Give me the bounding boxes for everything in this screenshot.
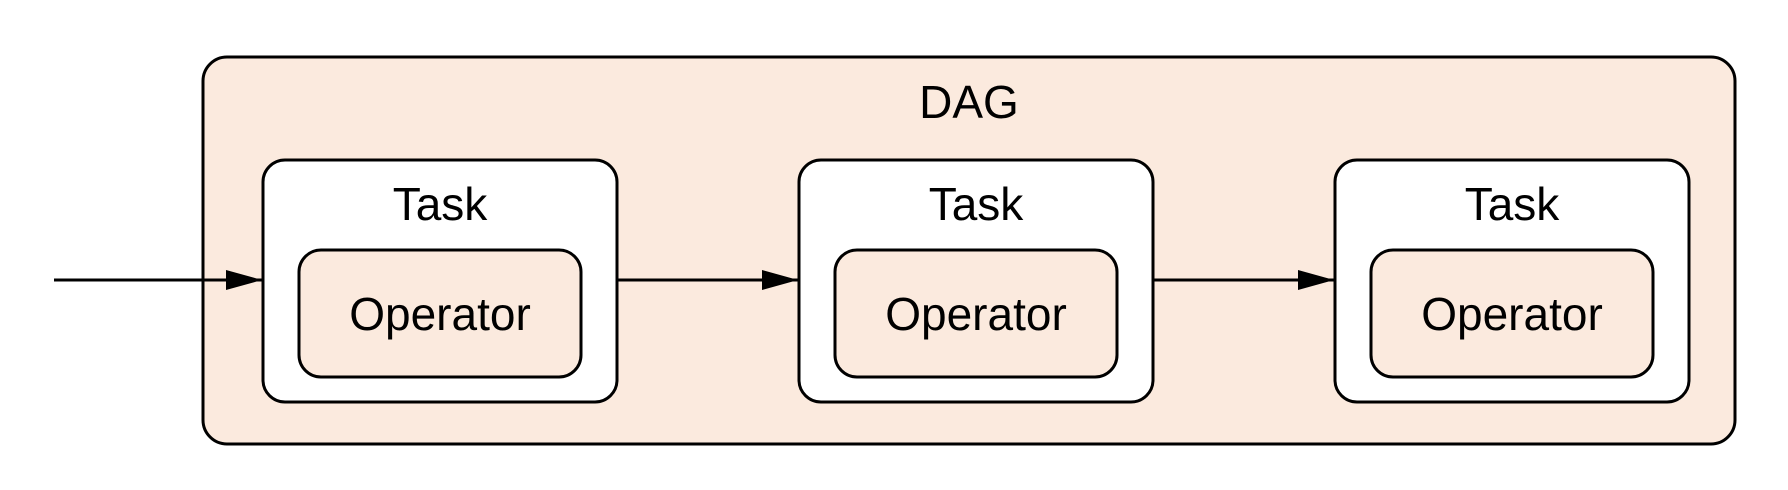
operator-label: Operator — [1421, 288, 1603, 340]
operator-label: Operator — [349, 288, 531, 340]
task-label: Task — [1465, 178, 1561, 230]
task-node: Task Operator — [261, 158, 619, 404]
task-node: Task Operator — [1333, 158, 1691, 404]
operator-box — [1369, 248, 1655, 379]
task-label: Task — [393, 178, 489, 230]
task-label: Task — [929, 178, 1025, 230]
operator-box — [833, 248, 1119, 379]
dag-title: DAG — [919, 76, 1019, 128]
operator-label: Operator — [885, 288, 1067, 340]
task-node: Task Operator — [797, 158, 1155, 404]
operator-box — [297, 248, 583, 379]
